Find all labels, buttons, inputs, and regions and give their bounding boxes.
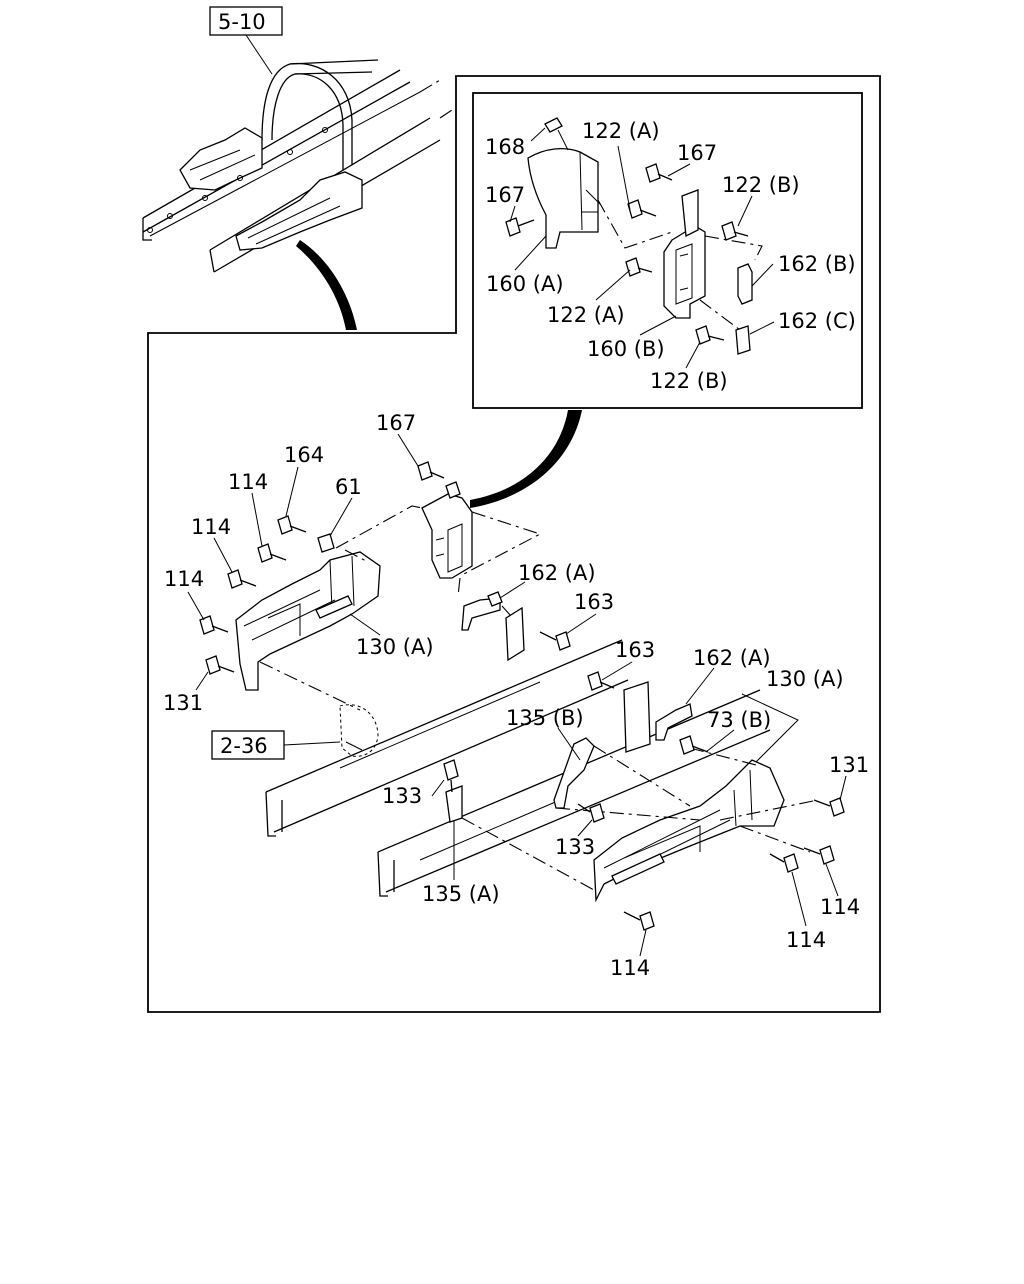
- label-122a-mid: 122 (A): [547, 303, 625, 327]
- leader-lines-main: [187, 433, 847, 957]
- label-163-left: 163: [574, 590, 614, 614]
- label-114-g: 114: [610, 956, 650, 980]
- label-114-a: 114: [228, 470, 268, 494]
- label-162a-right: 162 (A): [693, 646, 771, 670]
- label-114-f: 114: [786, 928, 826, 952]
- center-bracket: [421, 481, 542, 662]
- overview-sketch: 5-10: [142, 6, 453, 273]
- label-168: 168: [485, 135, 525, 159]
- frame-rails: [265, 639, 771, 897]
- label-160b: 160 (B): [587, 337, 665, 361]
- inset-detail: [505, 117, 775, 369]
- label-73b: 73 (B): [707, 708, 771, 732]
- label-133-top: 133: [382, 784, 422, 808]
- label-61: 61: [335, 475, 362, 499]
- left-bracket-assembly: [235, 505, 423, 711]
- ref-2-36: 2-36: [220, 734, 268, 758]
- label-122b-bottom: 122 (B): [650, 369, 728, 393]
- label-114-b: 114: [191, 515, 231, 539]
- ref-2-36-group: 2-36: [211, 704, 379, 760]
- bolts-main: [199, 461, 845, 931]
- label-122b-top: 122 (B): [722, 173, 800, 197]
- label-122a-top: 122 (A): [582, 119, 660, 143]
- label-164: 164: [284, 443, 324, 467]
- label-114-c: 114: [164, 567, 204, 591]
- label-131-right: 131: [829, 753, 869, 777]
- label-162a-left: 162 (A): [518, 561, 596, 585]
- right-bracket-assembly: [445, 681, 819, 903]
- label-131-left: 131: [163, 691, 203, 715]
- part-labels: 168 122 (A) 167 122 (B) 167 162 (B) 160 …: [163, 119, 869, 980]
- label-133-mid: 133: [555, 835, 595, 859]
- label-160a: 160 (A): [486, 272, 564, 296]
- label-162c: 162 (C): [778, 309, 856, 333]
- label-167-inset-left: 167: [485, 183, 525, 207]
- label-167-main: 167: [376, 411, 416, 435]
- label-162b: 162 (B): [778, 252, 856, 276]
- label-135b: 135 (B): [506, 706, 584, 730]
- inset-frame: [472, 92, 863, 409]
- label-163-right: 163: [615, 638, 655, 662]
- label-130a-left: 130 (A): [356, 635, 434, 659]
- label-167-inset-right: 167: [677, 141, 717, 165]
- callout-swoosh-top: [296, 240, 357, 330]
- label-114-e: 114: [820, 895, 860, 919]
- callout-swoosh-inset: [470, 410, 582, 508]
- main-frame: [147, 75, 881, 1013]
- label-130a-right: 130 (A): [766, 667, 844, 691]
- ref-5-10: 5-10: [218, 10, 266, 34]
- label-135a: 135 (A): [422, 882, 500, 906]
